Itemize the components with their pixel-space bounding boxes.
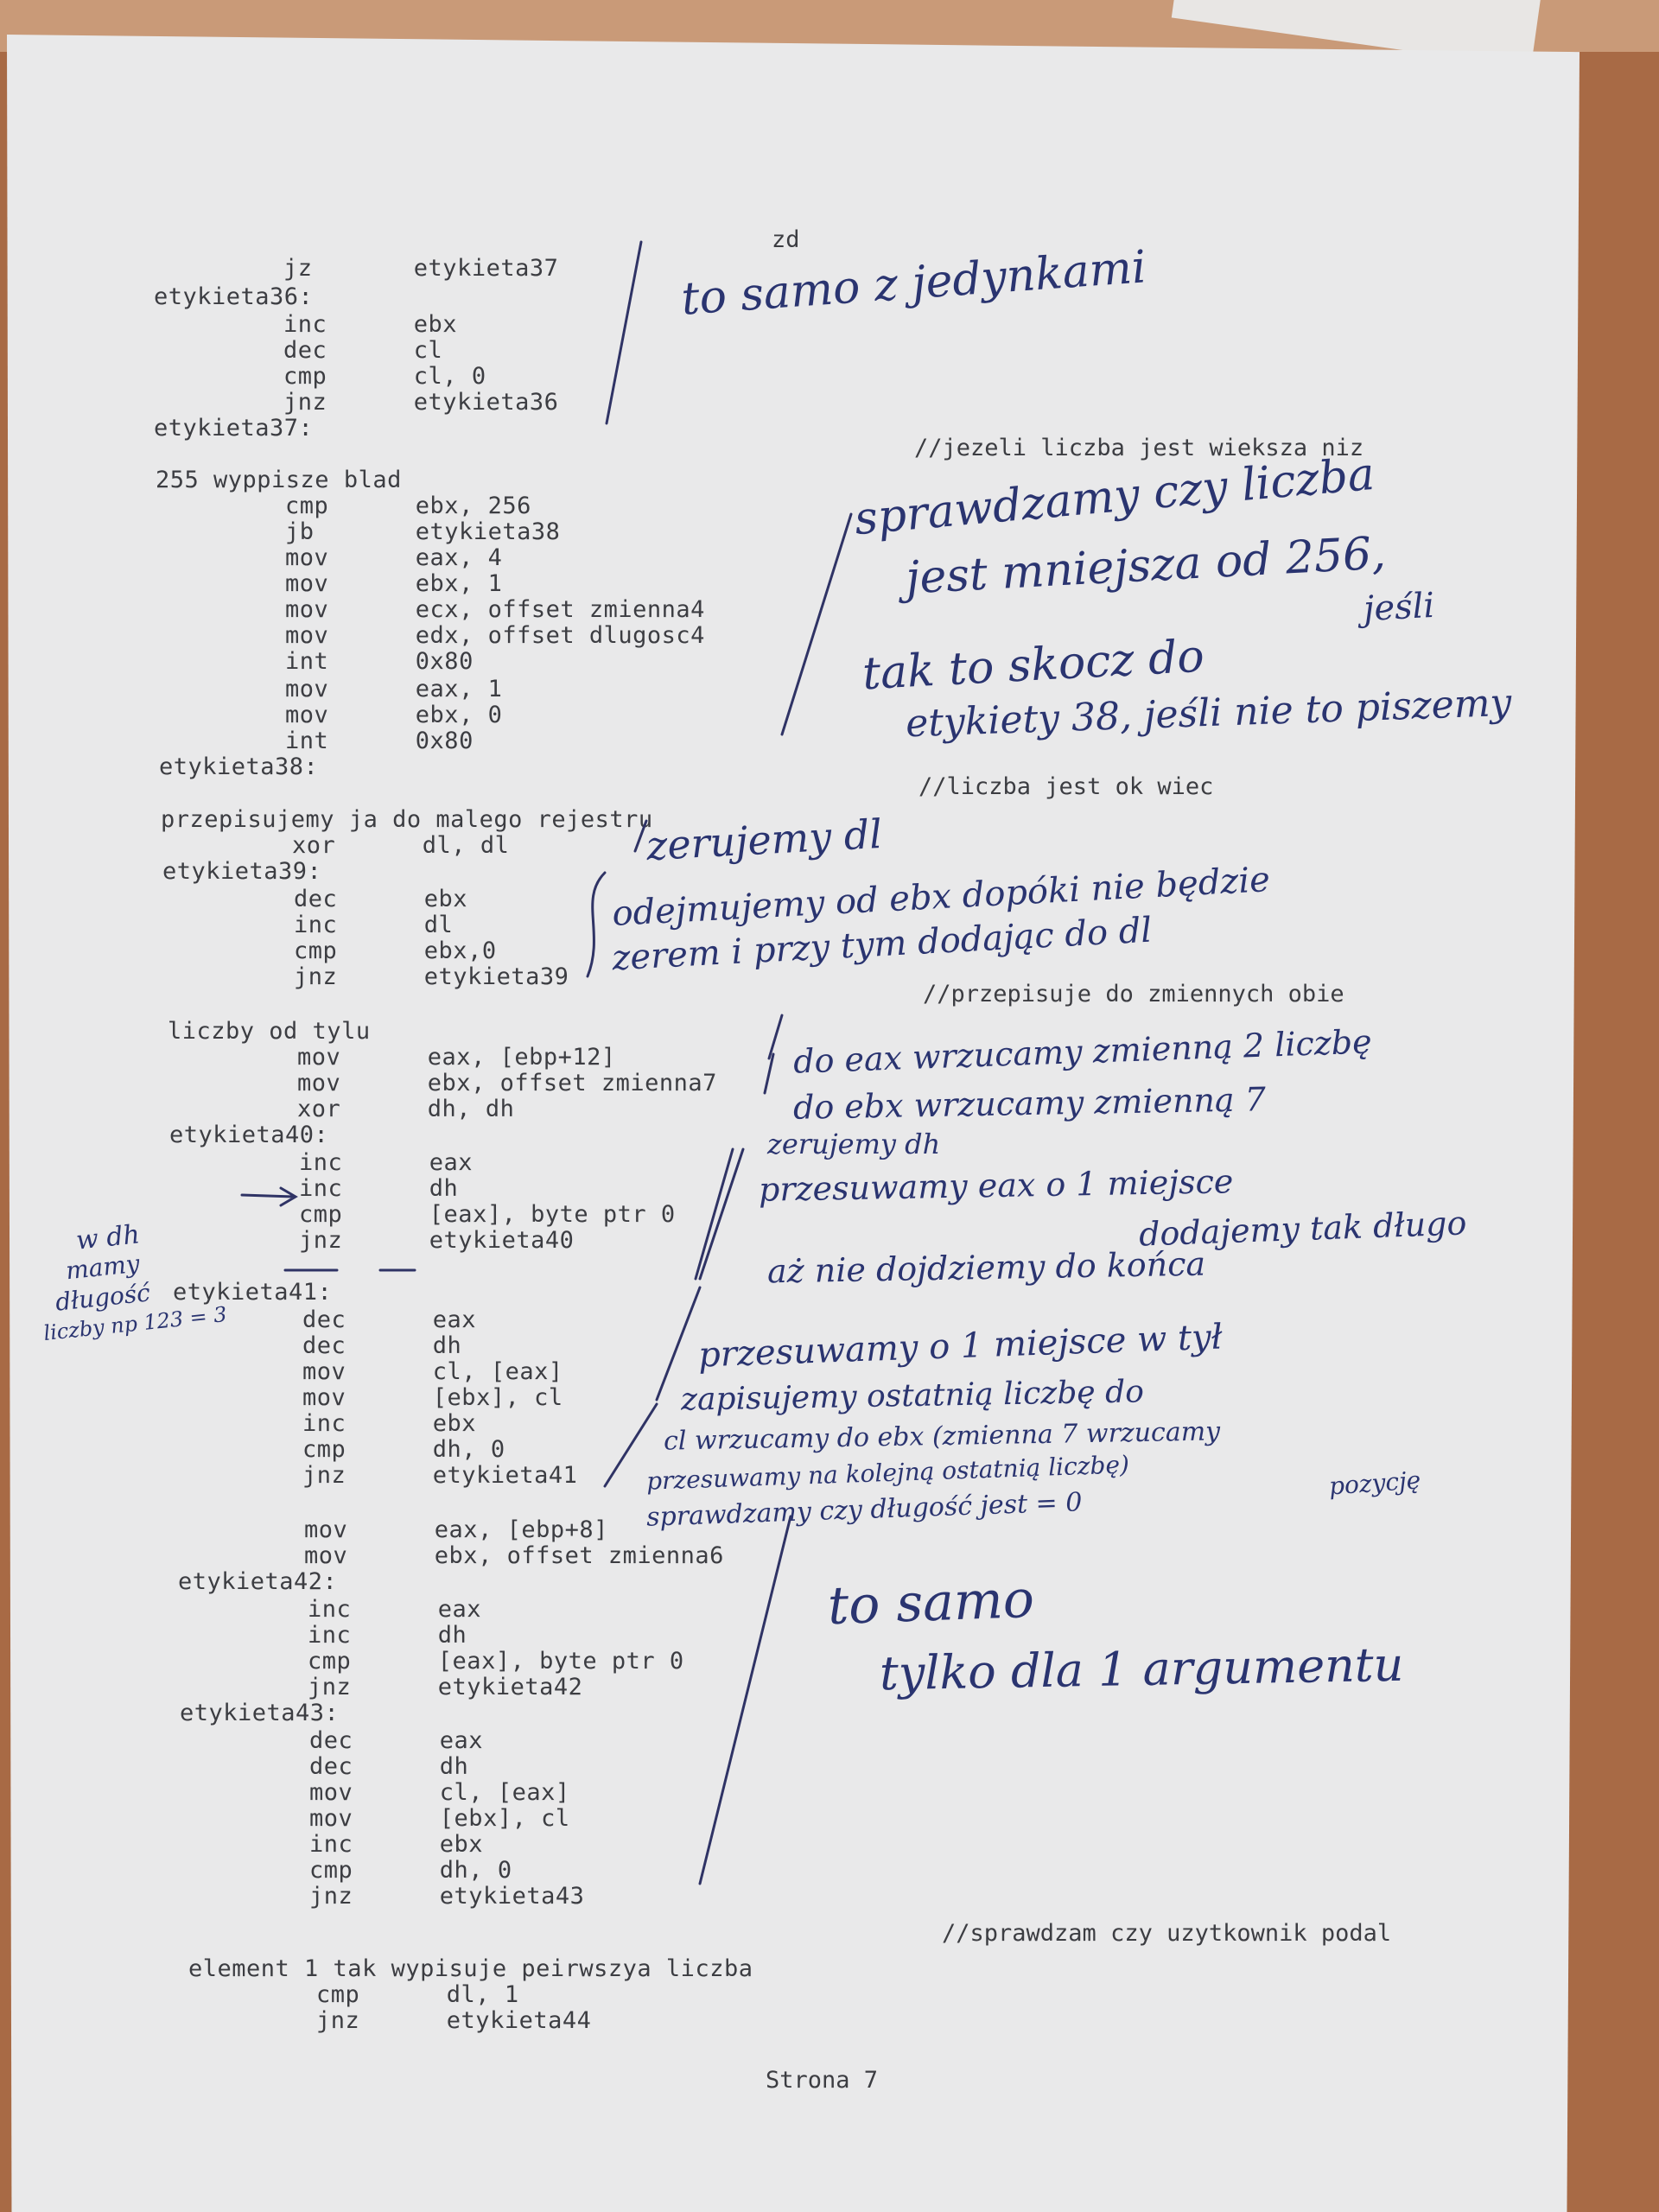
code-line: cmp cl, 0 bbox=[283, 363, 486, 390]
code-line: etykieta40: bbox=[169, 1122, 329, 1148]
code-line: mov ecx, offset zmienna4 bbox=[285, 596, 705, 623]
printed-page: jz etykieta37 etykieta36: inc ebx dec cl… bbox=[7, 35, 1580, 2212]
code-line: etykieta38: bbox=[159, 753, 319, 780]
bracket-line bbox=[694, 1147, 734, 1281]
code-line: mov eax, [ebp+12] bbox=[297, 1044, 616, 1071]
bracket-line bbox=[763, 1052, 775, 1095]
code-line: mov cl, [eax] bbox=[309, 1779, 570, 1806]
comment-line: zd bbox=[772, 226, 800, 253]
code-line: liczby od tylu bbox=[168, 1018, 371, 1045]
code-line: jnz etykieta36 bbox=[283, 389, 559, 416]
code-line: jb etykieta38 bbox=[285, 518, 561, 545]
code-line: mov cl, [eax] bbox=[302, 1358, 563, 1385]
code-line: inc ebx bbox=[302, 1410, 477, 1437]
code-line: inc dl bbox=[294, 912, 454, 938]
code-line: jnz etykieta43 bbox=[309, 1883, 585, 1910]
code-line: etykieta41: bbox=[173, 1279, 333, 1306]
code-line: jz etykieta37 bbox=[283, 255, 559, 282]
code-line: int 0x80 bbox=[285, 728, 474, 754]
code-line: etykieta42: bbox=[178, 1568, 338, 1595]
code-line: dec dh bbox=[302, 1332, 462, 1359]
page-footer: Strona 7 bbox=[766, 2067, 879, 2094]
code-line: jnz etykieta40 bbox=[299, 1227, 575, 1254]
code-line: inc eax bbox=[308, 1596, 482, 1623]
code-line: xor dl, dl bbox=[292, 832, 510, 859]
code-line: dec eax bbox=[309, 1727, 484, 1754]
bracket-line bbox=[698, 1147, 745, 1281]
code-line: 255 wyppisze blad bbox=[156, 467, 402, 493]
code-line: etykieta37: bbox=[154, 415, 314, 442]
comment-line: //przepisuje do zmiennych obie bbox=[923, 981, 1344, 1007]
bracket-line bbox=[586, 871, 607, 978]
code-line: cmp dh, 0 bbox=[309, 1857, 512, 1884]
code-line: mov ebx, 0 bbox=[285, 702, 503, 728]
code-line: dec eax bbox=[302, 1306, 477, 1333]
code-line: cmp dl, 1 bbox=[316, 1981, 519, 2008]
code-line: mov [ebx], cl bbox=[309, 1805, 570, 1832]
code-line: mov [ebx], cl bbox=[302, 1384, 563, 1411]
code-line: cmp ebx, 256 bbox=[285, 493, 531, 519]
code-line: int 0x80 bbox=[285, 648, 474, 675]
code-line: inc eax bbox=[299, 1149, 474, 1176]
bracket-line bbox=[633, 819, 648, 853]
bracket-line bbox=[698, 1515, 792, 1885]
bracket-line bbox=[655, 1286, 702, 1402]
bracket-line bbox=[603, 1402, 658, 1488]
code-line: dec ebx bbox=[294, 886, 468, 912]
code-line: element 1 tak wypisuje peirwszya liczba bbox=[188, 1955, 753, 1982]
comment-line: //sprawdzam czy uzytkownik podal bbox=[942, 1920, 1392, 1947]
code-line: etykieta39: bbox=[162, 858, 322, 885]
code-line: przepisujemy ja do malego rejestru bbox=[161, 806, 653, 833]
code-line: inc ebx bbox=[309, 1831, 484, 1858]
code-line: jnz etykieta39 bbox=[294, 963, 569, 990]
code-line: xor dh, dh bbox=[297, 1096, 515, 1122]
code-line: jnz etykieta44 bbox=[316, 2007, 592, 2034]
arrow-icon bbox=[240, 1186, 298, 1207]
code-line: cmp dh, 0 bbox=[302, 1436, 505, 1463]
code-line: mov edx, offset dlugosc4 bbox=[285, 622, 705, 649]
code-line: mov eax, [ebp+8] bbox=[304, 1516, 608, 1543]
code-line: etykieta36: bbox=[154, 283, 314, 310]
comment-line: //jezeli liczba jest wieksza niz bbox=[914, 435, 1364, 461]
code-line: mov ebx, 1 bbox=[285, 570, 503, 597]
code-line: cmp [eax], byte ptr 0 bbox=[308, 1648, 684, 1675]
code-line: dec cl bbox=[283, 337, 443, 364]
code-line: mov ebx, offset zmienna7 bbox=[297, 1070, 717, 1096]
code-line: cmp [eax], byte ptr 0 bbox=[299, 1201, 676, 1228]
code-line: etykieta43: bbox=[180, 1700, 340, 1726]
code-line: dec dh bbox=[309, 1753, 469, 1780]
bracket-line bbox=[767, 1014, 784, 1060]
bracket-line bbox=[605, 240, 643, 425]
code-line: cmp ebx,0 bbox=[294, 938, 497, 964]
handwritten-note: zerujemy dh bbox=[767, 1128, 941, 1160]
code-line: inc dh bbox=[308, 1622, 467, 1649]
comment-line: //liczba jest ok wiec bbox=[918, 773, 1214, 800]
code-line: inc dh bbox=[299, 1175, 459, 1202]
code-line: inc ebx bbox=[283, 311, 458, 338]
code-line: jnz etykieta42 bbox=[308, 1674, 583, 1700]
code-line: mov eax, 1 bbox=[285, 676, 503, 702]
code-line: mov ebx, offset zmienna6 bbox=[304, 1542, 724, 1569]
code-line: jnz etykieta41 bbox=[302, 1462, 578, 1489]
code-line: mov eax, 4 bbox=[285, 544, 503, 571]
bracket-line bbox=[780, 512, 853, 736]
